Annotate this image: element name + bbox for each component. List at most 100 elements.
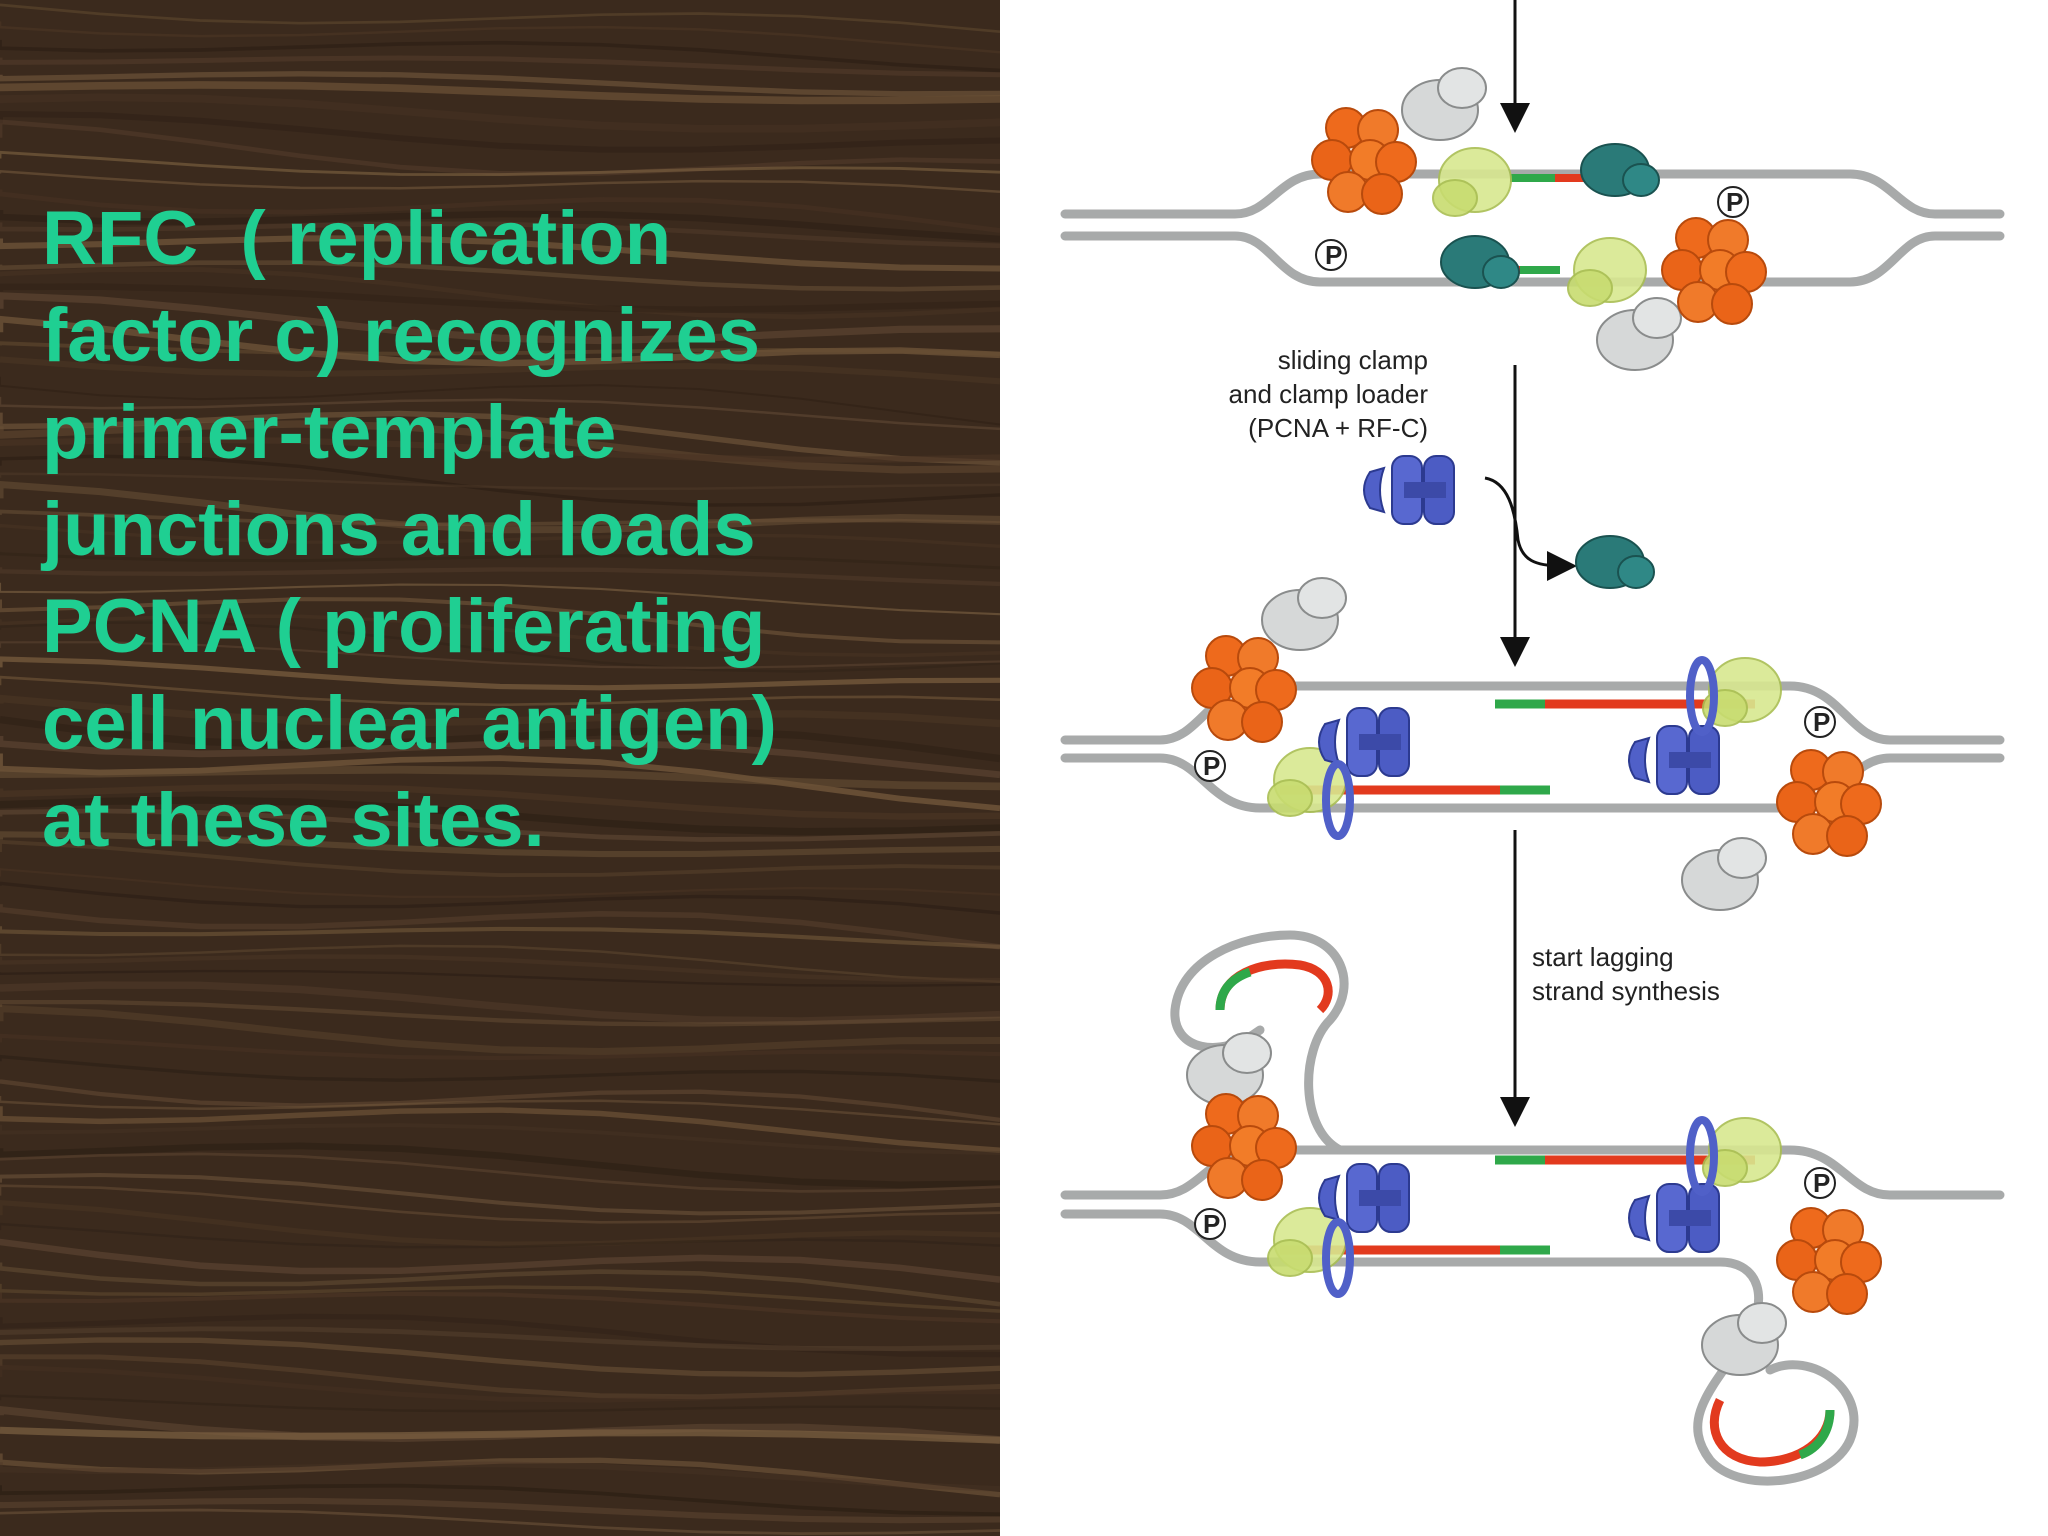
wood-grain-line	[0, 292, 1000, 345]
step-1-label-line: and clamp loader	[1229, 379, 1429, 409]
clamp-loader-icon	[1628, 725, 1720, 795]
release-arrow	[1484, 476, 1577, 581]
text-line: factor c) recognizes	[42, 293, 760, 378]
pcna-ring	[1690, 660, 1714, 732]
panel-2-fork: P P	[1060, 577, 2005, 911]
wood-grain-line	[0, 169, 1000, 193]
new-strand-segment	[1215, 959, 1333, 1014]
wood-grain-line	[0, 356, 1000, 385]
primer-segment	[1215, 967, 1252, 1011]
helicase-hexamer	[1191, 1093, 1297, 1201]
wood-grain-line	[0, 868, 1000, 899]
wood-grain-line	[0, 221, 1000, 249]
slide-text: RFC ( replication factor c) recognizes p…	[42, 190, 962, 869]
step-1-label-line: (PCNA + RF-C)	[1248, 413, 1428, 443]
wood-grain-line	[0, 904, 1000, 950]
step-2-label-line: start lagging	[1532, 942, 1674, 972]
primase-blob	[1580, 143, 1660, 197]
wood-grain-line	[0, 1079, 1000, 1123]
text-line: cell nuclear antigen)	[42, 681, 777, 766]
text-line: junctions and loads	[42, 487, 756, 572]
wood-grain-line	[0, 150, 1000, 177]
wood-grain-line	[0, 1283, 1000, 1313]
wood-grain-line	[0, 567, 1000, 587]
helicase-hexamer	[1191, 635, 1297, 743]
wood-grain-line	[0, 472, 1000, 491]
wood-grain-line	[0, 509, 1000, 527]
wood-grain-line	[0, 881, 1000, 915]
wood-grain-line	[0, 110, 1000, 153]
wood-grain-line	[0, 954, 1000, 983]
wood-grain-line	[0, 1152, 1000, 1193]
wood-grain-line	[0, 783, 1000, 820]
step-1-label-line: sliding clamp	[1278, 345, 1428, 375]
wood-grain-line	[0, 1184, 1000, 1224]
protein-blob	[1596, 297, 1682, 371]
wood-grain-line	[0, 410, 1000, 466]
phosphate-label: P	[1203, 1209, 1220, 1239]
phosphate-label: P	[1325, 240, 1342, 270]
wood-grain-line	[0, 523, 1000, 548]
primer-segment	[1798, 1409, 1835, 1460]
wood-grain-line	[0, 1262, 1000, 1307]
step-2-label-line: strand synthesis	[1532, 976, 1720, 1006]
wood-grain-line	[0, 808, 1000, 842]
wood-grain-line	[0, 81, 1000, 105]
wood-grain-line	[0, 267, 1000, 320]
wood-grain-line	[0, 641, 1000, 670]
clamp-loader-icon	[1363, 455, 1455, 525]
wood-grain-line	[0, 969, 1000, 987]
dna-top-strand	[1060, 681, 2005, 745]
wood-grain-line	[0, 1483, 1000, 1517]
wood-grain-line	[0, 119, 1000, 176]
wood-grain-line	[0, 1054, 1000, 1083]
dna-bottom-strand	[1060, 753, 2005, 813]
protein-blob	[1681, 837, 1767, 911]
wood-grain-line	[0, 1497, 1000, 1524]
dna-bottom-strand	[1060, 1209, 1859, 1486]
wood-grain-line	[0, 376, 1000, 426]
wood-grain-line	[0, 981, 1000, 1025]
step-2-label: start lagging strand synthesis	[1532, 942, 1720, 1006]
wood-grain-line	[0, 1142, 1000, 1189]
protein-blob	[1401, 67, 1487, 141]
wood-background	[0, 0, 1000, 1536]
wood-grain-line	[0, 1222, 1000, 1249]
text-line: RFC ( replication	[42, 196, 672, 281]
wood-grain-line	[0, 210, 1000, 243]
wood-grain-line	[0, 1364, 1000, 1403]
wood-grain-line	[0, 420, 1000, 474]
phosphate-label: P	[1203, 751, 1220, 781]
wood-grain-line	[0, 1005, 1000, 1056]
wood-grain-line	[0, 1199, 1000, 1247]
wood-grain-line	[0, 1033, 1000, 1061]
polymerase-blob	[1432, 147, 1512, 217]
wood-grain-line	[0, 1096, 1000, 1126]
wood-grain-line	[0, 3, 1000, 34]
polymerase-blob	[1567, 237, 1647, 307]
wood-grain-line	[0, 926, 1000, 949]
wood-grain-line	[0, 1123, 1000, 1156]
wood-grain-line	[0, 1238, 1000, 1283]
phosphate-label: P	[1813, 1168, 1830, 1198]
phosphate-label: P	[1813, 707, 1830, 737]
phosphate-label: P	[1726, 187, 1743, 217]
wood-grain-line	[0, 765, 1000, 791]
panel-1-fork: P P	[1060, 0, 2005, 371]
released-primase-icon	[1575, 535, 1655, 589]
wood-grain-line	[0, 675, 1000, 707]
wood-grain-line	[0, 839, 1000, 878]
wood-grain-line	[0, 1461, 1000, 1492]
wood-grain-texture	[0, 0, 1000, 1536]
wood-grain-line	[0, 1508, 1000, 1535]
wood-grain-line	[0, 1291, 1000, 1324]
wood-grain-line	[0, 597, 1000, 645]
wood-grain-line	[0, 715, 1000, 763]
wood-grain-line	[0, 656, 1000, 691]
wood-grain-line	[0, 436, 1000, 463]
wood-grain-line	[0, 694, 1000, 728]
wood-grain-line	[0, 71, 1000, 97]
wood-grain-line	[0, 1326, 1000, 1352]
wood-grain-line	[0, 582, 1000, 616]
